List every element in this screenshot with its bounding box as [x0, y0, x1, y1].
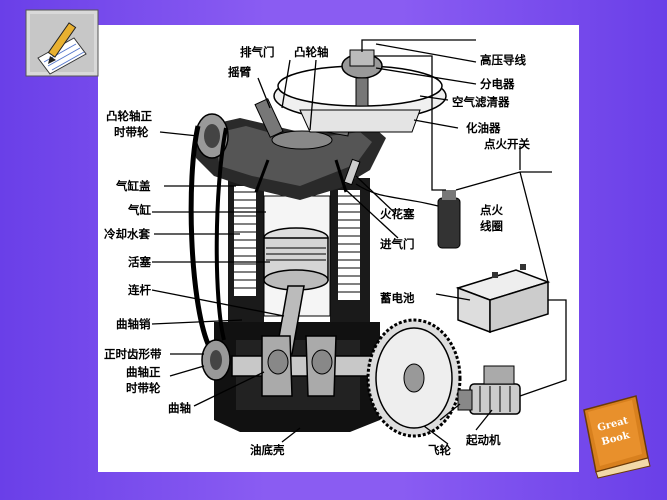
- label-air-filter: 空气滤清器: [452, 95, 510, 109]
- label-carburetor: 化油器: [466, 121, 501, 135]
- label-flywheel: 飞轮: [428, 443, 451, 457]
- label-cylinder: 气缸: [127, 203, 151, 217]
- label-camshaft: 凸轮轴: [294, 45, 329, 59]
- great-book-badge: Great Book: [583, 395, 651, 479]
- notepad-pencil-icon: [25, 9, 99, 77]
- label-starter: 起动机: [465, 433, 501, 447]
- label-crank-timing-gear-1: 曲轴正: [126, 365, 161, 379]
- distributor: [341, 49, 383, 107]
- label-connecting-rod: 连杆: [128, 283, 151, 297]
- timing-belt-system: [188, 113, 231, 381]
- label-spark-plug: 火花塞: [380, 207, 415, 221]
- label-crank-timing-gear-2: 时带轮: [126, 381, 161, 395]
- battery: [455, 264, 551, 334]
- label-distributor: 分电器: [480, 77, 515, 91]
- label-cam-timing-gear-2: 时带轮: [114, 125, 149, 139]
- label-exhaust-valve: 排气门: [240, 45, 275, 59]
- label-crank-pin: 曲轴销: [116, 317, 151, 331]
- label-cooling-jacket: 冷却水套: [104, 227, 150, 241]
- label-ignition-coil-1: 点火: [480, 203, 503, 217]
- starter-motor: [457, 365, 521, 415]
- flywheel: [366, 318, 462, 438]
- label-ignition-switch: 点火开关: [484, 137, 530, 151]
- label-rocker-arm: 摇臂: [228, 65, 251, 79]
- leader-lines: [151, 43, 521, 445]
- label-crankshaft: 曲轴: [168, 401, 191, 415]
- cylinder-head: [196, 98, 386, 200]
- label-high-voltage-wire: 高压导线: [480, 53, 526, 67]
- label-timing-belt: 正时齿形带: [104, 347, 162, 361]
- label-battery: 蓄电池: [380, 291, 415, 305]
- label-oil-pan: 油底壳: [250, 443, 285, 457]
- crankshaft-assembly: [231, 335, 379, 397]
- ignition-coil: [437, 190, 461, 249]
- label-cylinder-head: 气缸盖: [115, 179, 151, 193]
- label-piston: 活塞: [128, 255, 151, 269]
- label-cam-timing-gear-1: 凸轮轴正: [106, 109, 152, 123]
- diagram-labels: 排气门 凸轮轴 摇臂 凸轮轴正 时带轮 气缸盖 气缸 冷却水套 活塞 连杆 曲轴…: [104, 45, 530, 457]
- label-ignition-coil-2: 线圈: [480, 219, 503, 233]
- label-intake-valve: 进气门: [380, 237, 415, 251]
